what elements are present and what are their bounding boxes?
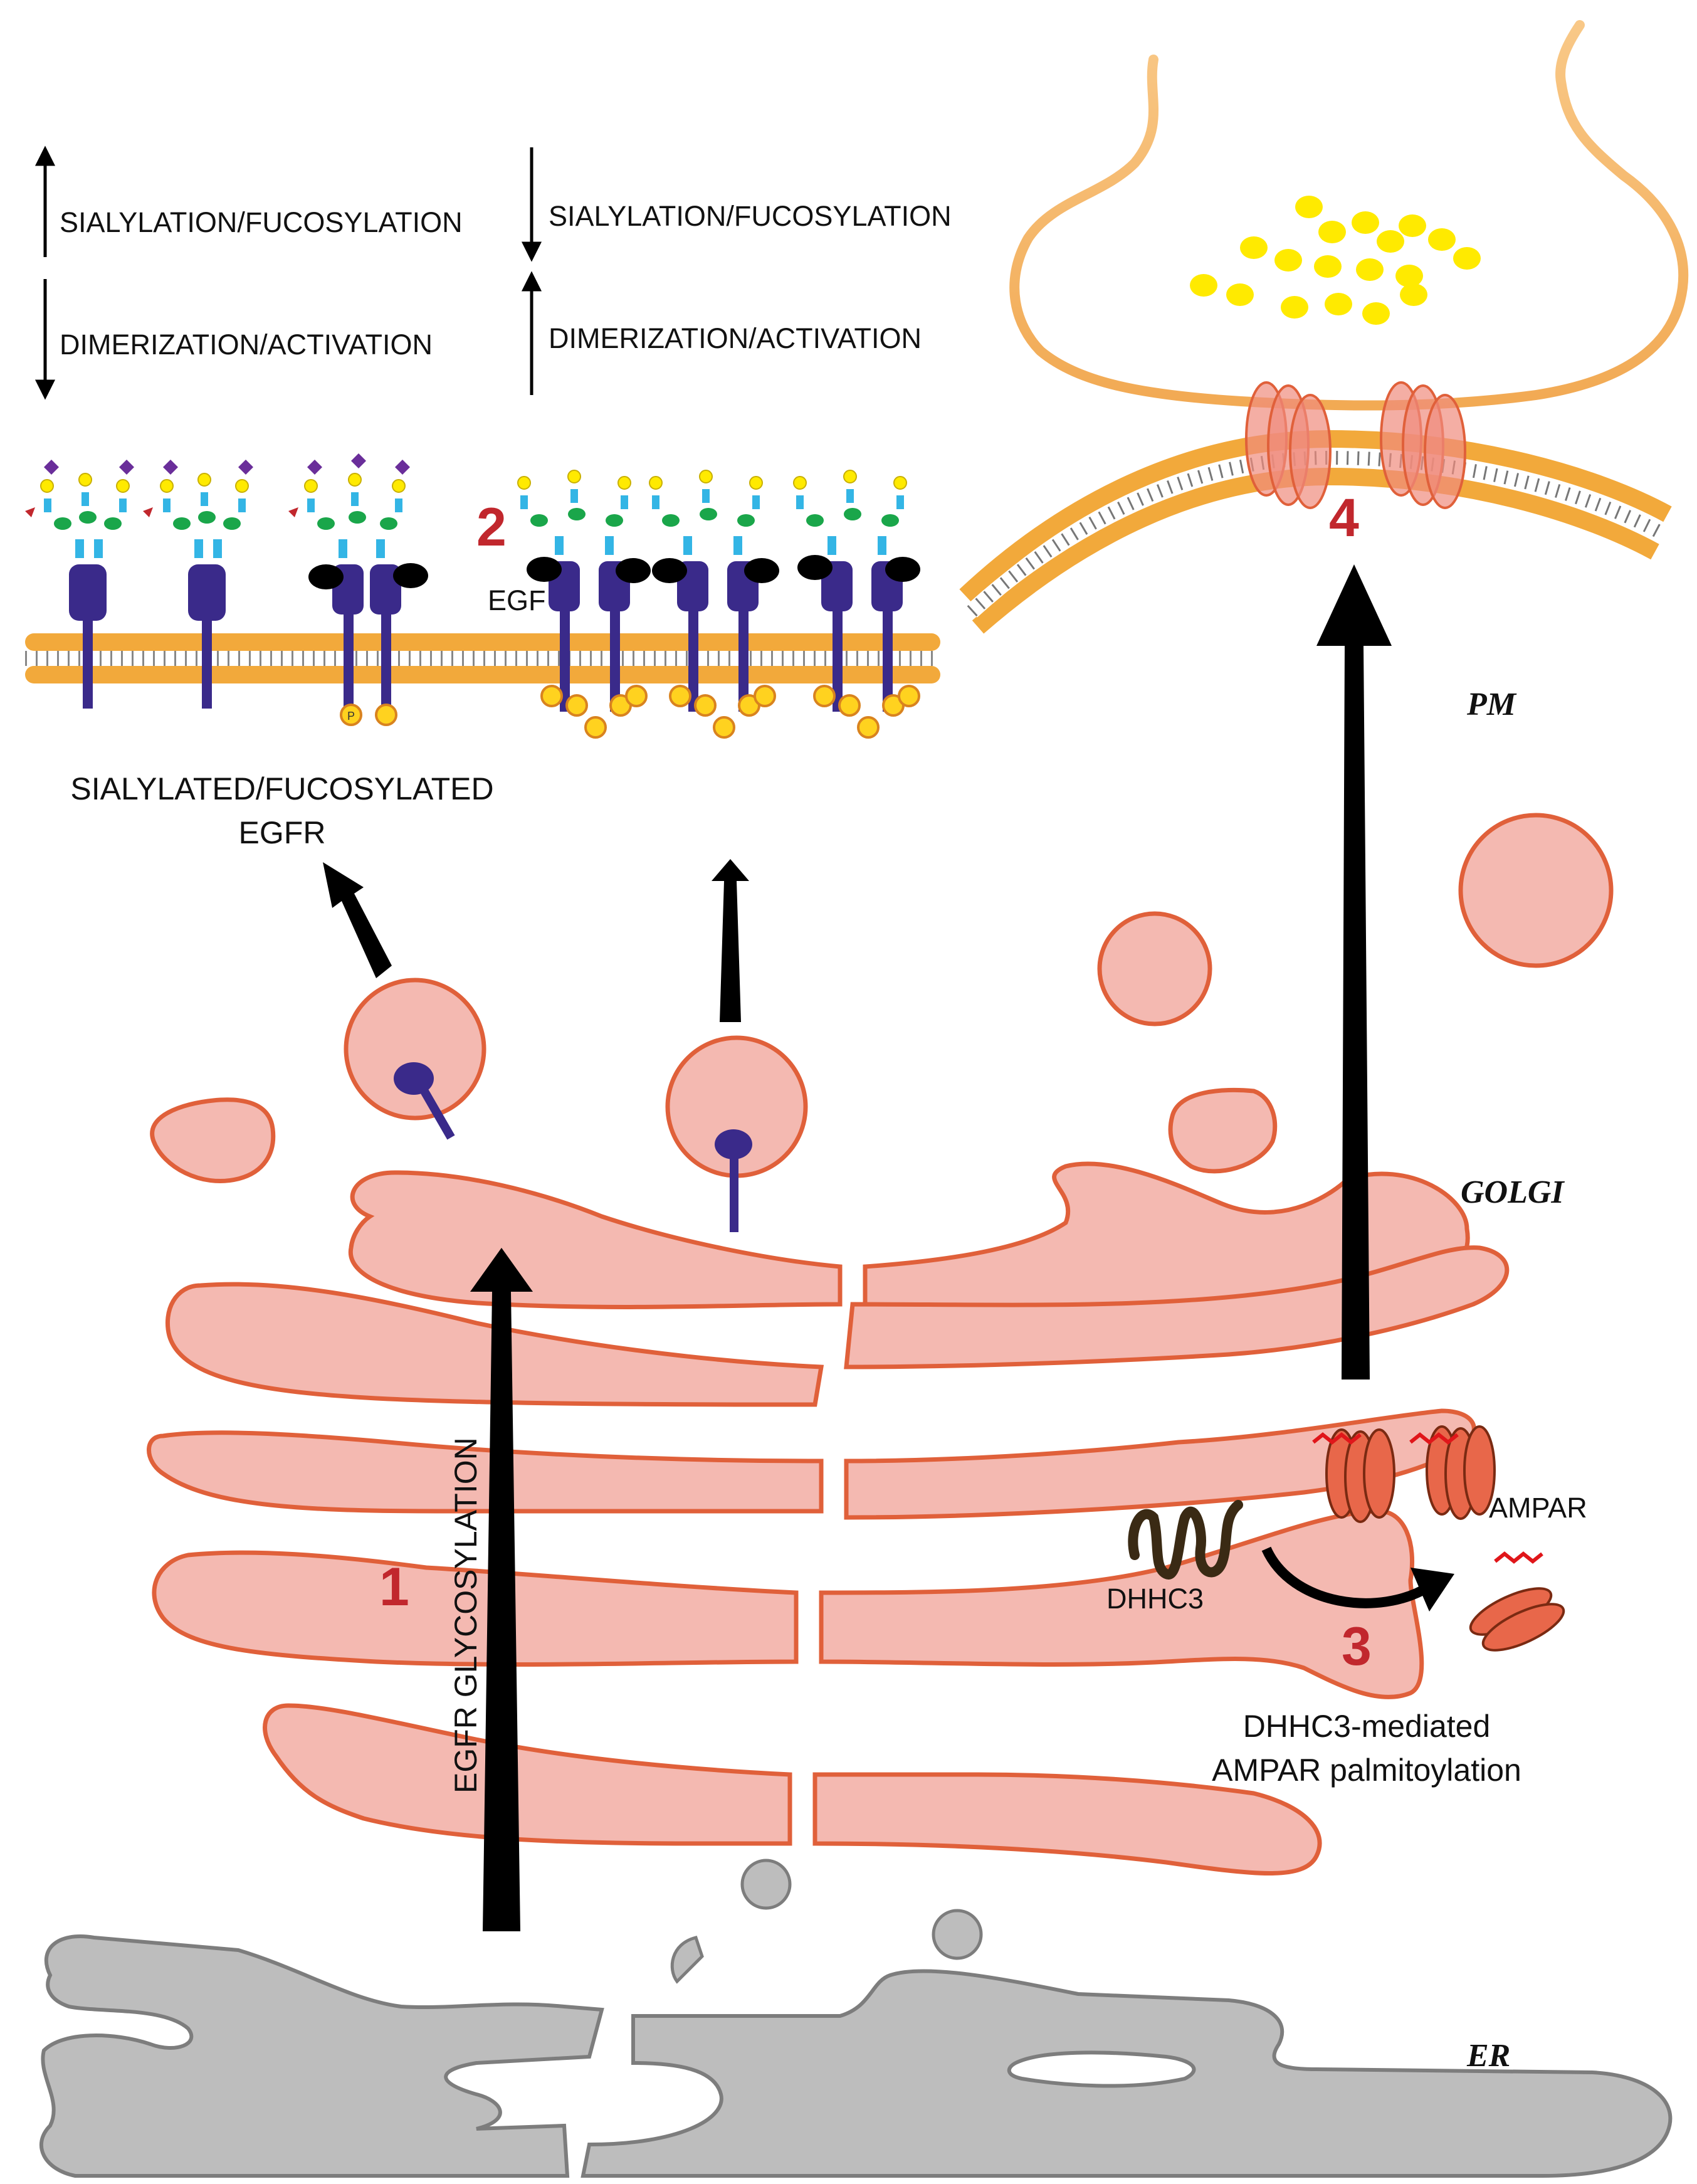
- egf-label: EGF: [488, 584, 546, 616]
- dhhc3-enzyme: [1128, 1500, 1243, 1580]
- step-number-2: 2: [476, 497, 507, 557]
- palmitoylation-label-line1: DHHC3-mediated: [1243, 1709, 1491, 1744]
- synaptic-ampar-left: [1245, 381, 1332, 509]
- pm-label: PM: [1466, 687, 1517, 722]
- presynaptic-bouton: [1009, 20, 1689, 411]
- golgi-apparatus: [147, 813, 1614, 1875]
- palmitoylation-label-line2: AMPAR palmitoylation: [1212, 1753, 1521, 1788]
- step-number-1: 1: [379, 1557, 409, 1617]
- legend-right-dimerization: DIMERIZATION/ACTIVATION: [549, 322, 922, 354]
- synaptic-ampar-right: [1380, 381, 1466, 509]
- legend-left-sialylation: SIALYLATION/FUCOSYLATION: [60, 206, 463, 238]
- dhhc3-label: DHHC3: [1106, 1583, 1204, 1615]
- palmitoylation-arrow: [1261, 1546, 1454, 1612]
- er-label: ER: [1466, 2038, 1510, 2074]
- ampar-label: AMPAR: [1489, 1492, 1587, 1524]
- golgi-label: GOLGI: [1461, 1174, 1565, 1210]
- glycan-chains: [25, 453, 907, 558]
- legend-left-dimerization: DIMERIZATION/ACTIVATION: [60, 329, 433, 361]
- postsynaptic-membrane: [959, 381, 1672, 634]
- endoplasmic-reticulum: [39, 1859, 1673, 2178]
- legend-arrows: [34, 145, 542, 400]
- trafficking-arrows: [323, 564, 1392, 1931]
- vesicle-egfr-cargo: [394, 1062, 752, 1232]
- egfr-label-line2: EGFR: [239, 815, 326, 850]
- palmitate-chains: [1312, 1432, 1543, 1564]
- egf-ligands: [308, 555, 920, 589]
- glycosylation-label: EGFR GLYCOSYLATION: [448, 1437, 483, 1793]
- phosphate-groups: P: [340, 685, 920, 739]
- egfr-plasma-membrane: P: [25, 453, 940, 739]
- pm-trafficking-arrow: [1316, 564, 1392, 1380]
- phospho-label: P: [347, 710, 355, 722]
- legend-right-sialylation: SIALYLATION/FUCOSYLATION: [549, 200, 952, 232]
- golgi-ampar-receptors: [1325, 1425, 1565, 1652]
- step-number-3: 3: [1342, 1617, 1372, 1677]
- step-number-4: 4: [1329, 488, 1359, 548]
- egfr-label-line1: SIALYLATED/FUCOSYLATED: [70, 771, 493, 806]
- vesicle-arrow-left: [323, 862, 392, 978]
- vesicle-arrow-right: [712, 859, 749, 1022]
- neurotransmitter-vesicles: [1190, 196, 1481, 325]
- glycosylation-arrow: [470, 1248, 533, 1931]
